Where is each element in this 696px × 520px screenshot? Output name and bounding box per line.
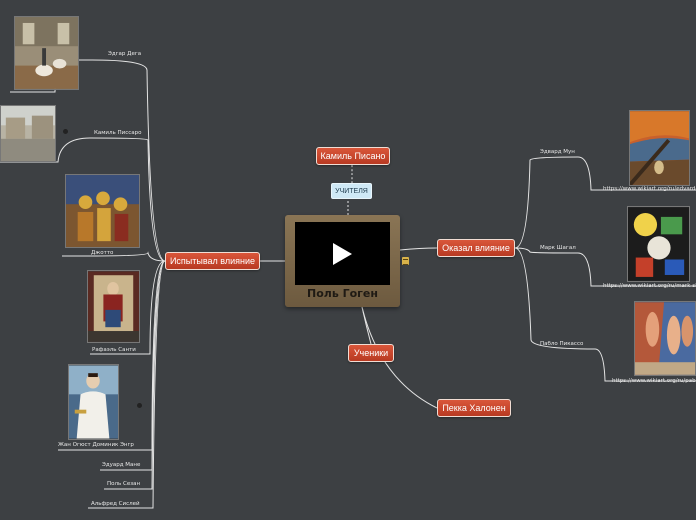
right-item-label[interactable]: Марк Шагал	[540, 245, 576, 251]
attachment-icon[interactable]	[137, 403, 142, 408]
artist-link[interactable]: https://www.wikiart.org/ru/mark-shagal	[603, 283, 696, 289]
left-item-label[interactable]: Эдгар Дега	[108, 51, 142, 57]
left-item-label[interactable]: Рафаэль Санти	[92, 347, 136, 353]
giotto-painting-image	[65, 174, 140, 248]
teacher-node[interactable]: Камиль Писано	[316, 147, 390, 165]
ingres-painting-image	[68, 364, 119, 440]
raphael-painting-image	[87, 270, 140, 343]
attachment-icon[interactable]	[63, 129, 68, 134]
right-item-label[interactable]: Эдвард Мун	[540, 149, 575, 155]
left-item-label[interactable]: Джотто	[91, 250, 114, 256]
degas-painting-image	[14, 16, 79, 90]
teachers-label-node[interactable]: УЧИТЕЛЯ	[331, 183, 372, 199]
video-thumbnail[interactable]	[295, 222, 390, 285]
artist-link[interactable]: https://www.wikiart.org/ru/pablo-pikasso	[612, 378, 696, 384]
central-topic[interactable]: Поль Гоген	[285, 215, 400, 307]
students-node[interactable]: Ученики	[348, 344, 394, 362]
chagall-painting-image	[627, 206, 690, 282]
munch-painting-image	[629, 110, 690, 186]
artist-link[interactable]: https://www.wikiart.org/ru/edvard-munk	[603, 186, 696, 192]
play-icon[interactable]	[333, 243, 352, 265]
pissarro-painting-image	[0, 105, 56, 162]
influenced-by-node[interactable]: Испытывал влияние	[165, 252, 260, 270]
influenced-node[interactable]: Оказал влияние	[437, 239, 515, 257]
left-item-label[interactable]: Поль Сезан	[107, 481, 141, 487]
left-item-label[interactable]: Камиль Писсаро	[94, 130, 142, 136]
picasso-painting-image	[634, 301, 696, 376]
student-node[interactable]: Пекка Халонен	[437, 399, 511, 417]
central-title: Поль Гоген	[307, 287, 378, 300]
right-item-label[interactable]: Пабло Пикассо	[540, 341, 584, 347]
left-item-label[interactable]: Эдуард Мане	[102, 462, 141, 468]
left-item-label[interactable]: Жан Огюст Доминик Энгр	[58, 442, 134, 448]
note-icon[interactable]	[402, 257, 409, 265]
left-item-label[interactable]: Альфред Сислей	[91, 501, 140, 507]
